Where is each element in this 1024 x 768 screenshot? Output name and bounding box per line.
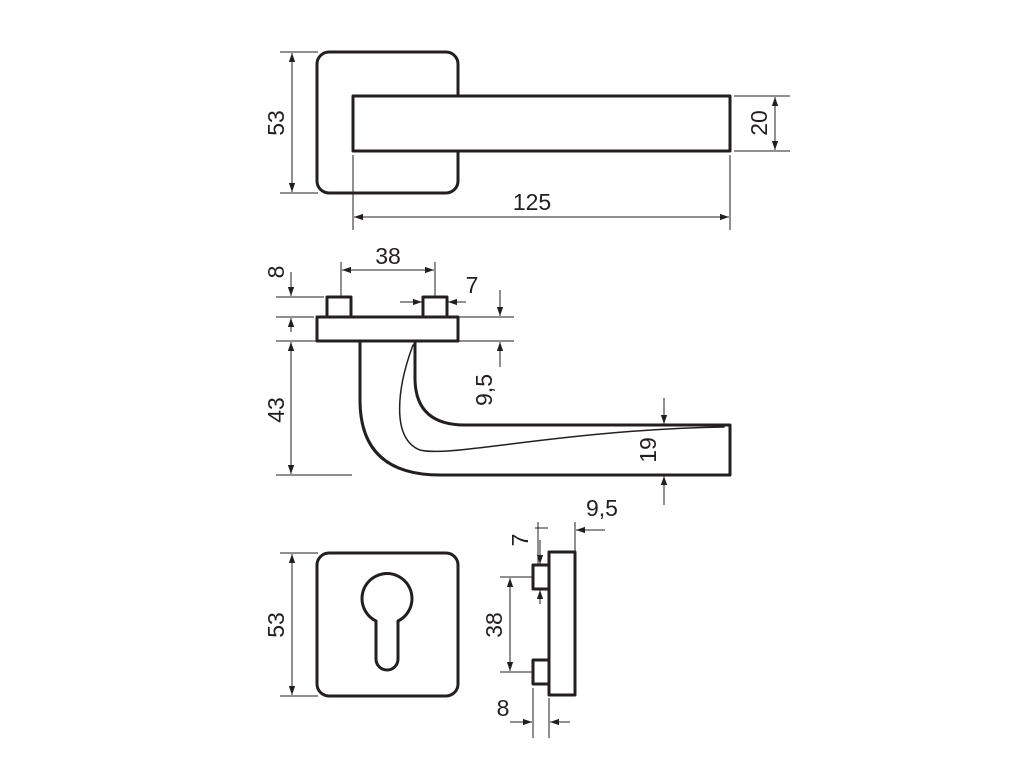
- dim-label-pin-width: 7: [466, 272, 479, 298]
- dim-label-esc-pin-spacing: 38: [481, 612, 507, 638]
- escutcheon-side-pin-top: [531, 563, 551, 591]
- dim-label-rosette-height: 53: [263, 110, 289, 136]
- dim-label-esc-pin-width: 7: [507, 534, 533, 547]
- dim-label-lever-width: 20: [746, 110, 772, 136]
- side-pin-right: [421, 295, 449, 319]
- side-pin-left: [325, 295, 353, 319]
- dim-label-lever-thickness: 19: [635, 437, 661, 463]
- dim-label-pin-height: 8: [263, 266, 289, 279]
- side-lever-body: [358, 339, 732, 477]
- dim-label-escutcheon-height: 53: [263, 612, 289, 638]
- dim-label-esc-pin-height: 8: [497, 695, 510, 721]
- side-lever-contour: [398, 344, 725, 453]
- escutcheon-front-plate: [315, 551, 460, 698]
- dim-label-pin-spacing: 38: [375, 243, 401, 269]
- side-rose-plate: [315, 315, 460, 343]
- dim-label-height: 43: [263, 397, 289, 423]
- dim-label-plate-thickness: 9,5: [586, 495, 618, 521]
- keyhole-icon: [360, 572, 414, 672]
- escutcheon-side-pin-bottom: [531, 658, 551, 686]
- top-lever: [351, 94, 732, 153]
- dim-label-lever-length: 125: [513, 189, 551, 215]
- escutcheon-side-view: 9,5 7 38 8: [481, 495, 618, 738]
- escutcheon-side-plate: [547, 550, 577, 697]
- escutcheon-front-view: 53: [263, 551, 460, 698]
- side-view: 38 8 7 9,5 43 19: [263, 243, 732, 505]
- dim-label-gap: 9,5: [471, 374, 497, 406]
- top-view: 53 20 125: [263, 50, 790, 230]
